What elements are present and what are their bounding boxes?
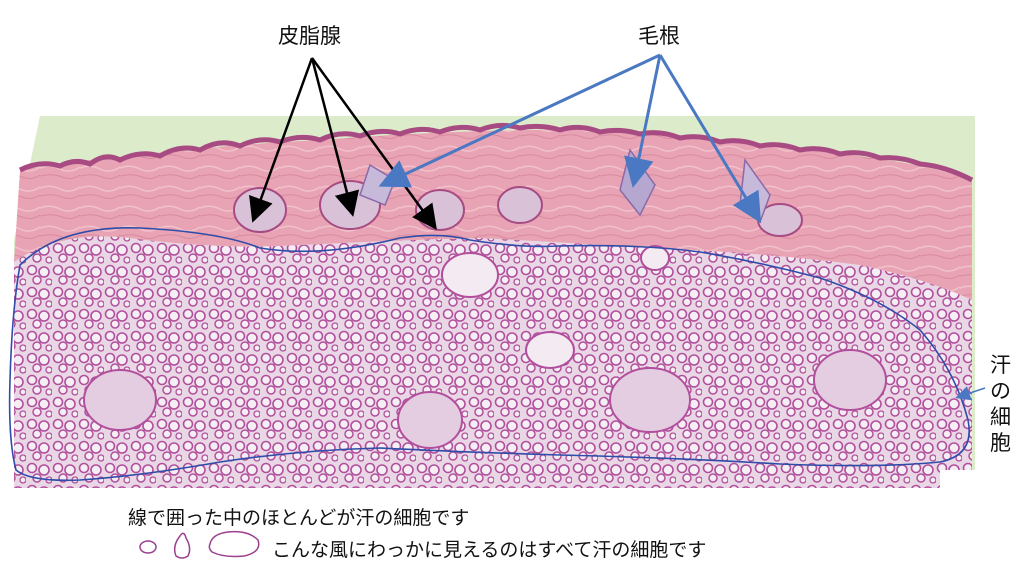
hair-root-arrows [378,53,762,224]
hair-root-arrow-3 [658,54,762,224]
sebaceous-arrow-1 [249,57,314,223]
dermis-layer [14,129,972,300]
sweat-cell-arrow [955,386,986,401]
legend-shape-large [208,530,260,558]
sweat-gland-clusters [83,245,887,449]
tissue-slide [14,116,975,488]
sweat-gland-tissue [14,236,972,488]
sebaceous-arrow-3 [310,57,437,231]
legend-shapes [139,530,260,559]
sebaceous-arrows [249,57,437,231]
caption-line-2: こんな風にわっかに見えるのはすべて汗の細胞です [272,539,707,561]
legend-shape-medium [173,532,191,559]
label-hair-root: 毛根 [638,24,680,48]
caption-line-1: 線で囲った中のほとんどが汗の細胞です [128,507,470,529]
label-sweat-cells: 汗の細胞 [990,353,1011,455]
hair-root-arrow-1 [378,53,661,188]
label-sebaceous-gland: 皮脂腺 [278,24,341,48]
sebaceous-arrow-2 [310,57,360,217]
sweat-gland-outline [8,226,970,482]
legend-shape-small [139,540,157,554]
hair-root-arrow-2 [624,54,662,188]
epidermis-edge [18,122,974,183]
